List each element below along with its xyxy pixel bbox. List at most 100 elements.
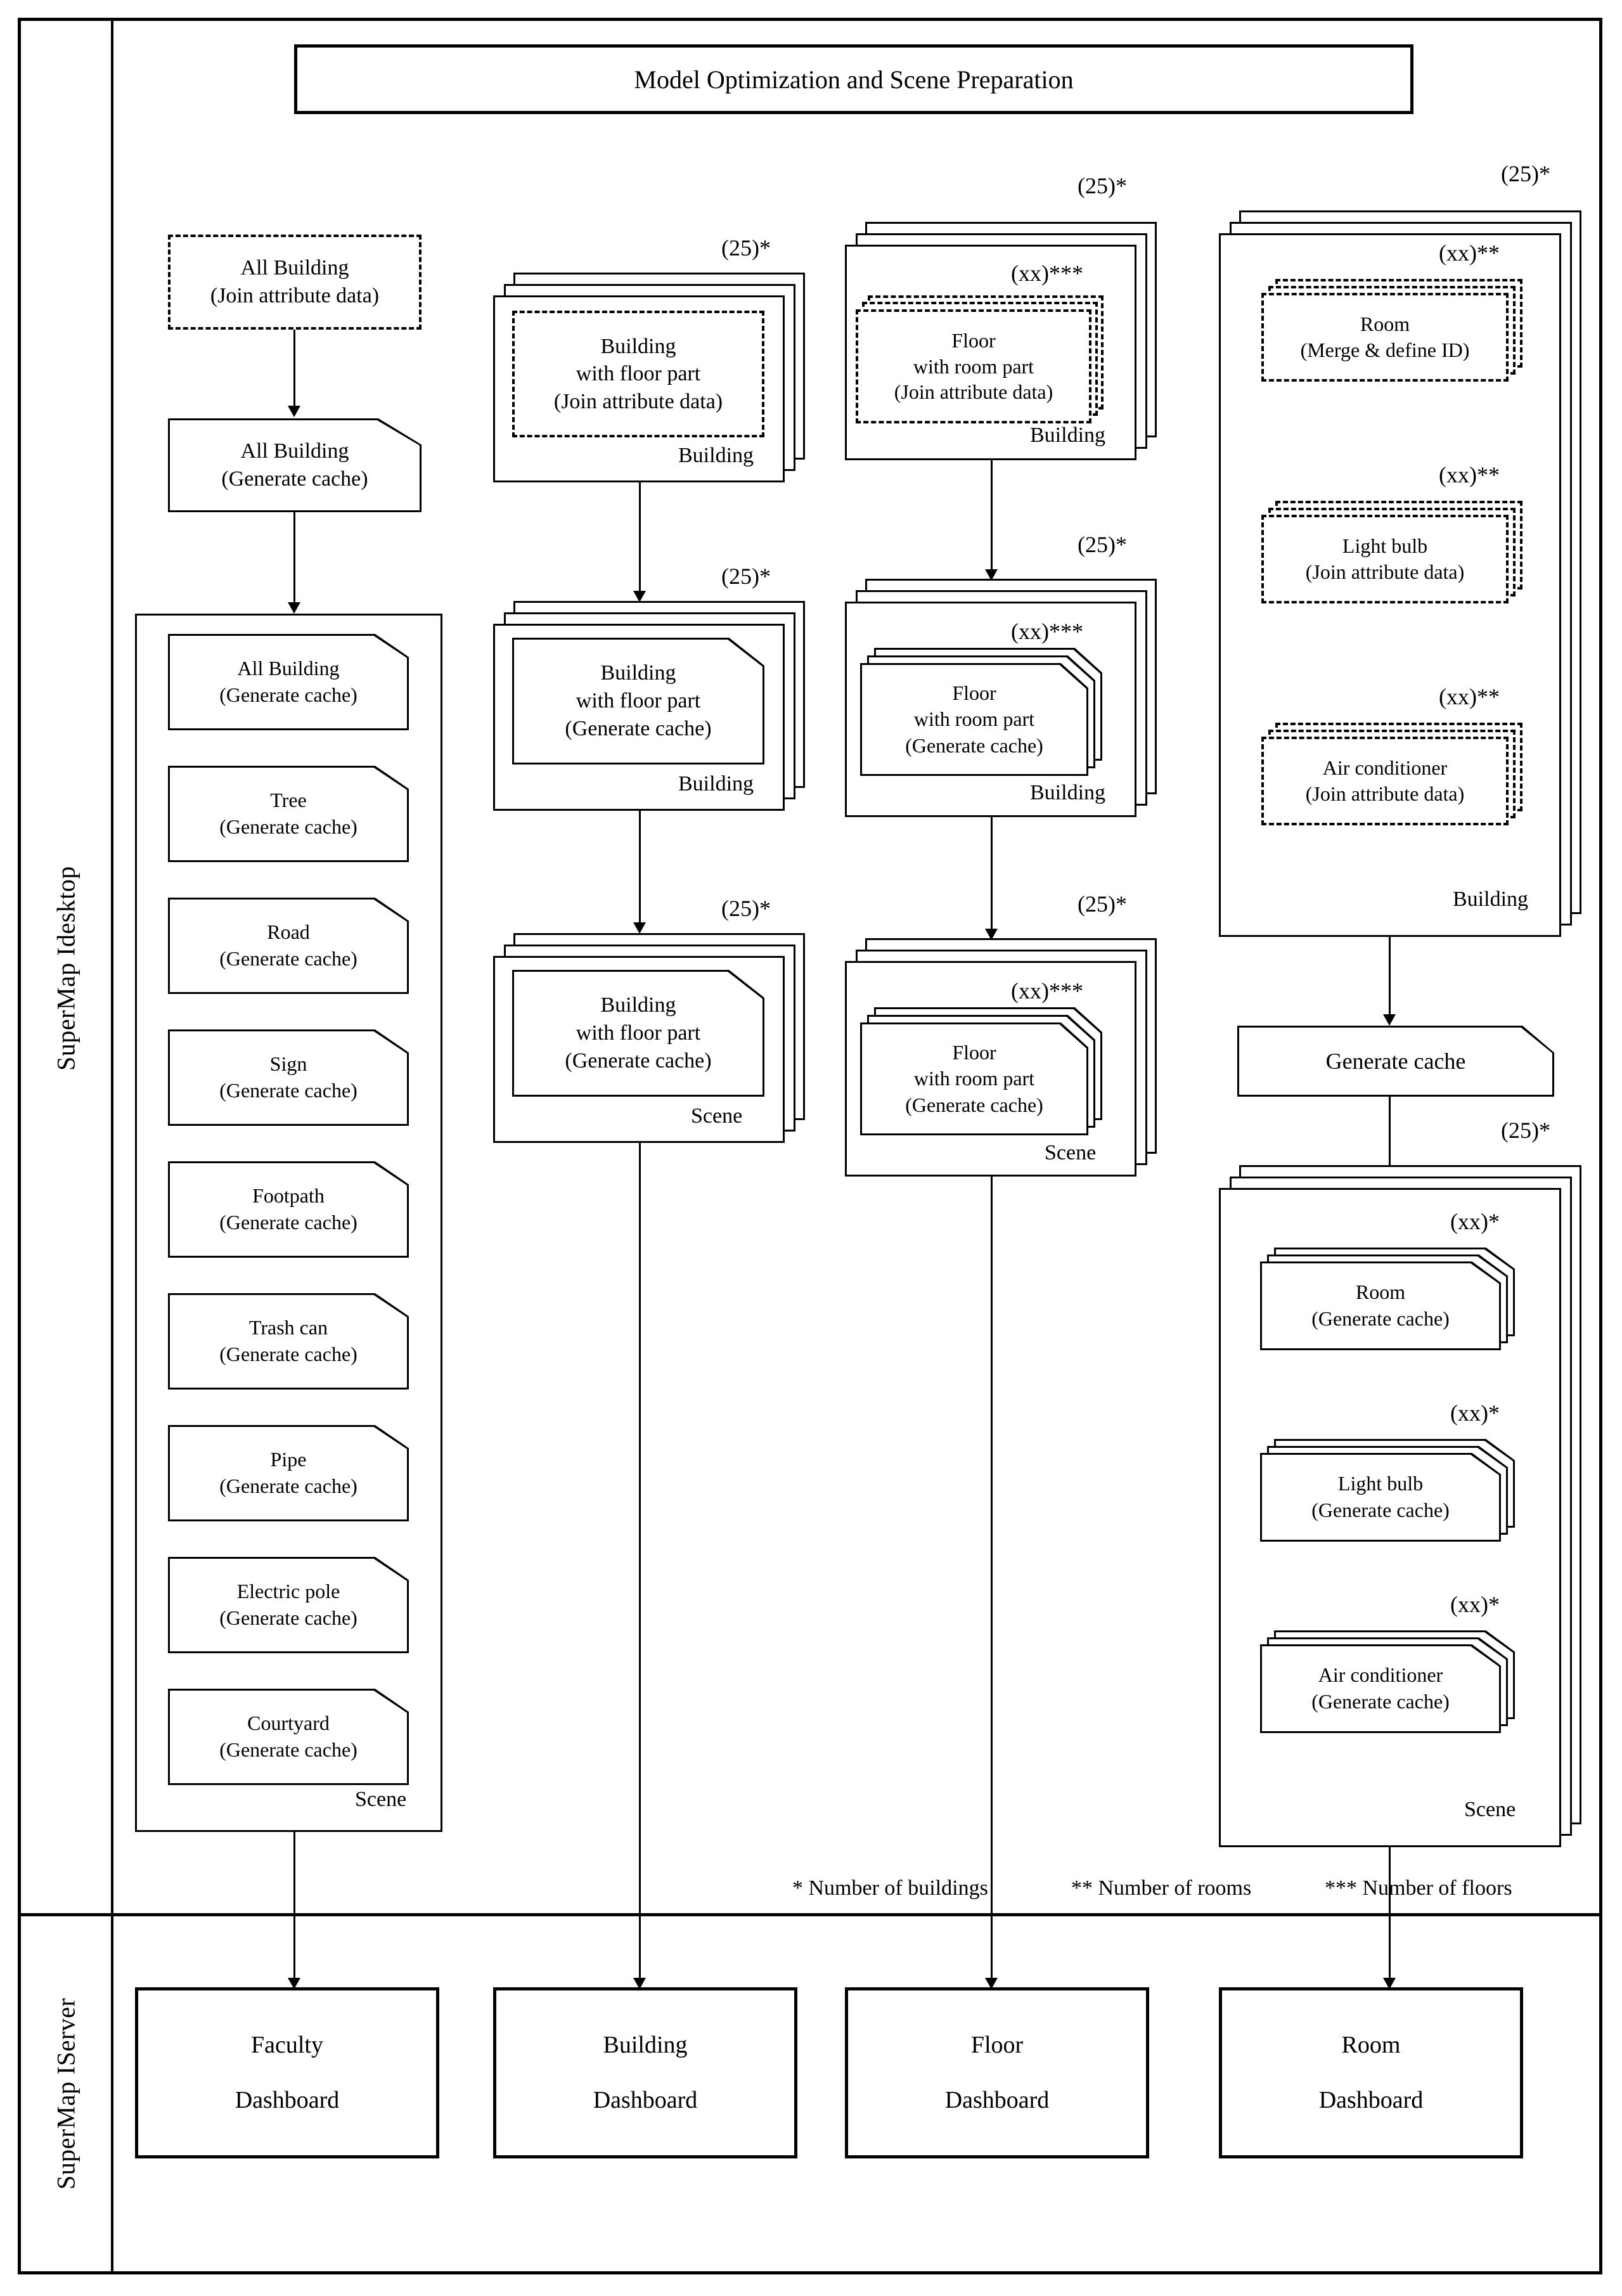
arrowhead-col2-cacheb-to-caches [633,922,646,934]
col1-item-3-title: Road [267,920,310,944]
arrowhead-col1-cache-to-scene [288,602,300,614]
arrow-col2-cacheb-to-caches [639,811,641,928]
col1-join-line1: All Building [240,256,349,280]
col2-cacheb-line1: Building [600,661,676,685]
col2-caches-count: (25)* [721,896,771,921]
col1-item-1-action: (Generate cache) [219,683,357,706]
col4-scene-item-3: Air conditioner (Generate cache) [1260,1644,1501,1733]
diagram-outer-frame [18,18,1602,2274]
col4-building-item-2-count: (xx)** [1439,462,1500,487]
swimlane-horizontal-divider [21,1913,1599,1916]
col3-caches-line1: Floor [952,1040,996,1064]
col4-building-item-3-action: (Join attribute data) [1305,782,1465,805]
col1-item-7-action: (Generate cache) [219,1474,357,1497]
col4-scene-item-3-action: (Generate cache) [1311,1690,1450,1713]
col2-cache-building-box: Building with floor part (Generate cache… [512,638,764,764]
col3-join-tag: Building [1030,423,1106,447]
col1-item-3: Road(Generate cache) [168,898,409,994]
col4-building-item-1: Room(Merge & define ID) [1261,293,1509,382]
col3-cacheb-line2: with room part [913,707,1035,731]
col4-scene-item-2-action: (Generate cache) [1311,1499,1450,1521]
col1-all-building-cache-box: All Building (Generate cache) [168,418,422,512]
page-title: Model Optimization and Scene Preparation [294,44,1413,114]
col4-scene-item-3-count: (xx)* [1450,1592,1500,1617]
col2-cacheb-tag: Building [678,772,754,796]
col3-cache-scene-box: Floor with room part (Generate cache) [860,1022,1088,1135]
col4-scene-item-2: Light bulb (Generate cache) [1260,1453,1501,1542]
col3-join-line1: Floor [951,328,996,352]
col2-caches-line3: (Generate cache) [565,1049,712,1073]
col1-item-5-action: (Generate cache) [219,1211,357,1234]
col1-item-8: Electric pole(Generate cache) [168,1557,409,1653]
arrow-col4-bgroup-to-cache [1389,937,1391,1019]
col3-caches-tag: Scene [1045,1141,1097,1164]
col1-item-4-action: (Generate cache) [219,1079,357,1102]
legend-three-star: *** Number of floors [1325,1876,1512,1900]
col4-building-item-1-count: (xx)** [1439,240,1500,266]
col2-cacheb-count: (25)* [721,564,771,589]
col1-item-2-title: Tree [270,789,307,812]
dashboard-4-subtitle: Dashboard [1318,2087,1424,2113]
col1-item-9-action: (Generate cache) [219,1738,357,1761]
arrow-col1-cache-to-scene [293,512,295,607]
col2-cache-scene-box: Building with floor part (Generate cache… [512,970,764,1097]
dashboard-4-title: Room [1341,2032,1401,2059]
arrow-col2-to-dashboard [639,1143,641,1984]
arrow-col4-to-dashboard [1389,1847,1391,1984]
col3-caches-line3: (Generate cache) [905,1093,1043,1116]
col4-generate-cache-box: Generate cache [1237,1026,1554,1097]
arrow-col3-join-to-cacheb [991,460,993,574]
col1-item-5-title: Footpath [252,1184,325,1208]
col3-cacheb-line1: Floor [952,681,996,704]
col1-item-1: All Building (Generate cache) [168,634,409,730]
swimlane-label-iserver: SuperMap IServer [51,1997,80,2190]
col3-caches-outer-count: (25)* [1078,891,1127,917]
col1-item-7: Pipe(Generate cache) [168,1425,409,1521]
col4-building-item-2-action: (Join attribute data) [1305,560,1465,583]
col4-scene-item-1-count: (xx)* [1450,1209,1500,1234]
col4-bgroup-count: (25)* [1501,161,1550,186]
col3-join-inner-count: (xx)*** [1011,261,1083,286]
arrow-col3-to-dashboard [991,1177,993,1984]
dashboard-2-title: Building [603,2032,688,2059]
arrowhead-col3-join-to-cacheb [985,569,998,581]
col4-scene-item-2-title: Light bulb [1337,1472,1424,1495]
col2-caches-line2: with floor part [576,1021,701,1045]
col4-sgroup-count: (25)* [1501,1118,1550,1143]
col1-item-1-title: All Building [237,657,340,680]
arrow-col1-scene-to-dashboard [293,1832,295,1984]
col1-cache-line1: All Building [240,439,349,463]
arrowhead-col3-cacheb-to-caches [985,929,998,940]
col2-join-count: (25)* [721,235,771,261]
col2-join-tag: Building [678,444,754,467]
col1-item-8-action: (Generate cache) [219,1606,357,1629]
arrowhead-col1-scene-to-dashboard [288,1978,300,1989]
col2-caches-line1: Building [600,993,676,1017]
col4-building-item-2-title: Light bulb [1342,534,1428,558]
col4-sgroup-tag: Scene [1464,1798,1516,1821]
arrow-col1-join-to-cache [293,330,295,411]
col3-cacheb-line3: (Generate cache) [905,733,1043,757]
arrowhead-col4-to-dashboard [1383,1978,1396,1989]
col1-item-2: Tree(Generate cache) [168,766,409,862]
col1-item-6: Trash can(Generate cache) [168,1293,409,1390]
col4-scene-item-3-title: Air conditioner [1318,1663,1443,1687]
col3-caches-line2: with room part [913,1067,1035,1090]
col2-caches-tag: Scene [691,1104,743,1128]
col2-join-attribute-box: Building with floor part (Join attribute… [512,311,764,437]
col4-scene-item-2-count: (xx)* [1450,1400,1500,1426]
col2-join-line3: (Join attribute data) [553,389,723,413]
dashboard-2-subtitle: Dashboard [593,2087,698,2113]
col1-join-attribute-box: All Building (Join attribute data) [168,235,422,330]
legend-one-star: * Number of buildings [792,1876,988,1900]
col4-building-item-3-count: (xx)** [1439,684,1500,709]
col4-scene-item-1-title: Room [1355,1280,1406,1304]
col1-item-6-action: (Generate cache) [219,1343,357,1365]
col1-item-9-title: Courtyard [247,1712,330,1735]
dashboard-1-subtitle: Dashboard [235,2087,340,2113]
